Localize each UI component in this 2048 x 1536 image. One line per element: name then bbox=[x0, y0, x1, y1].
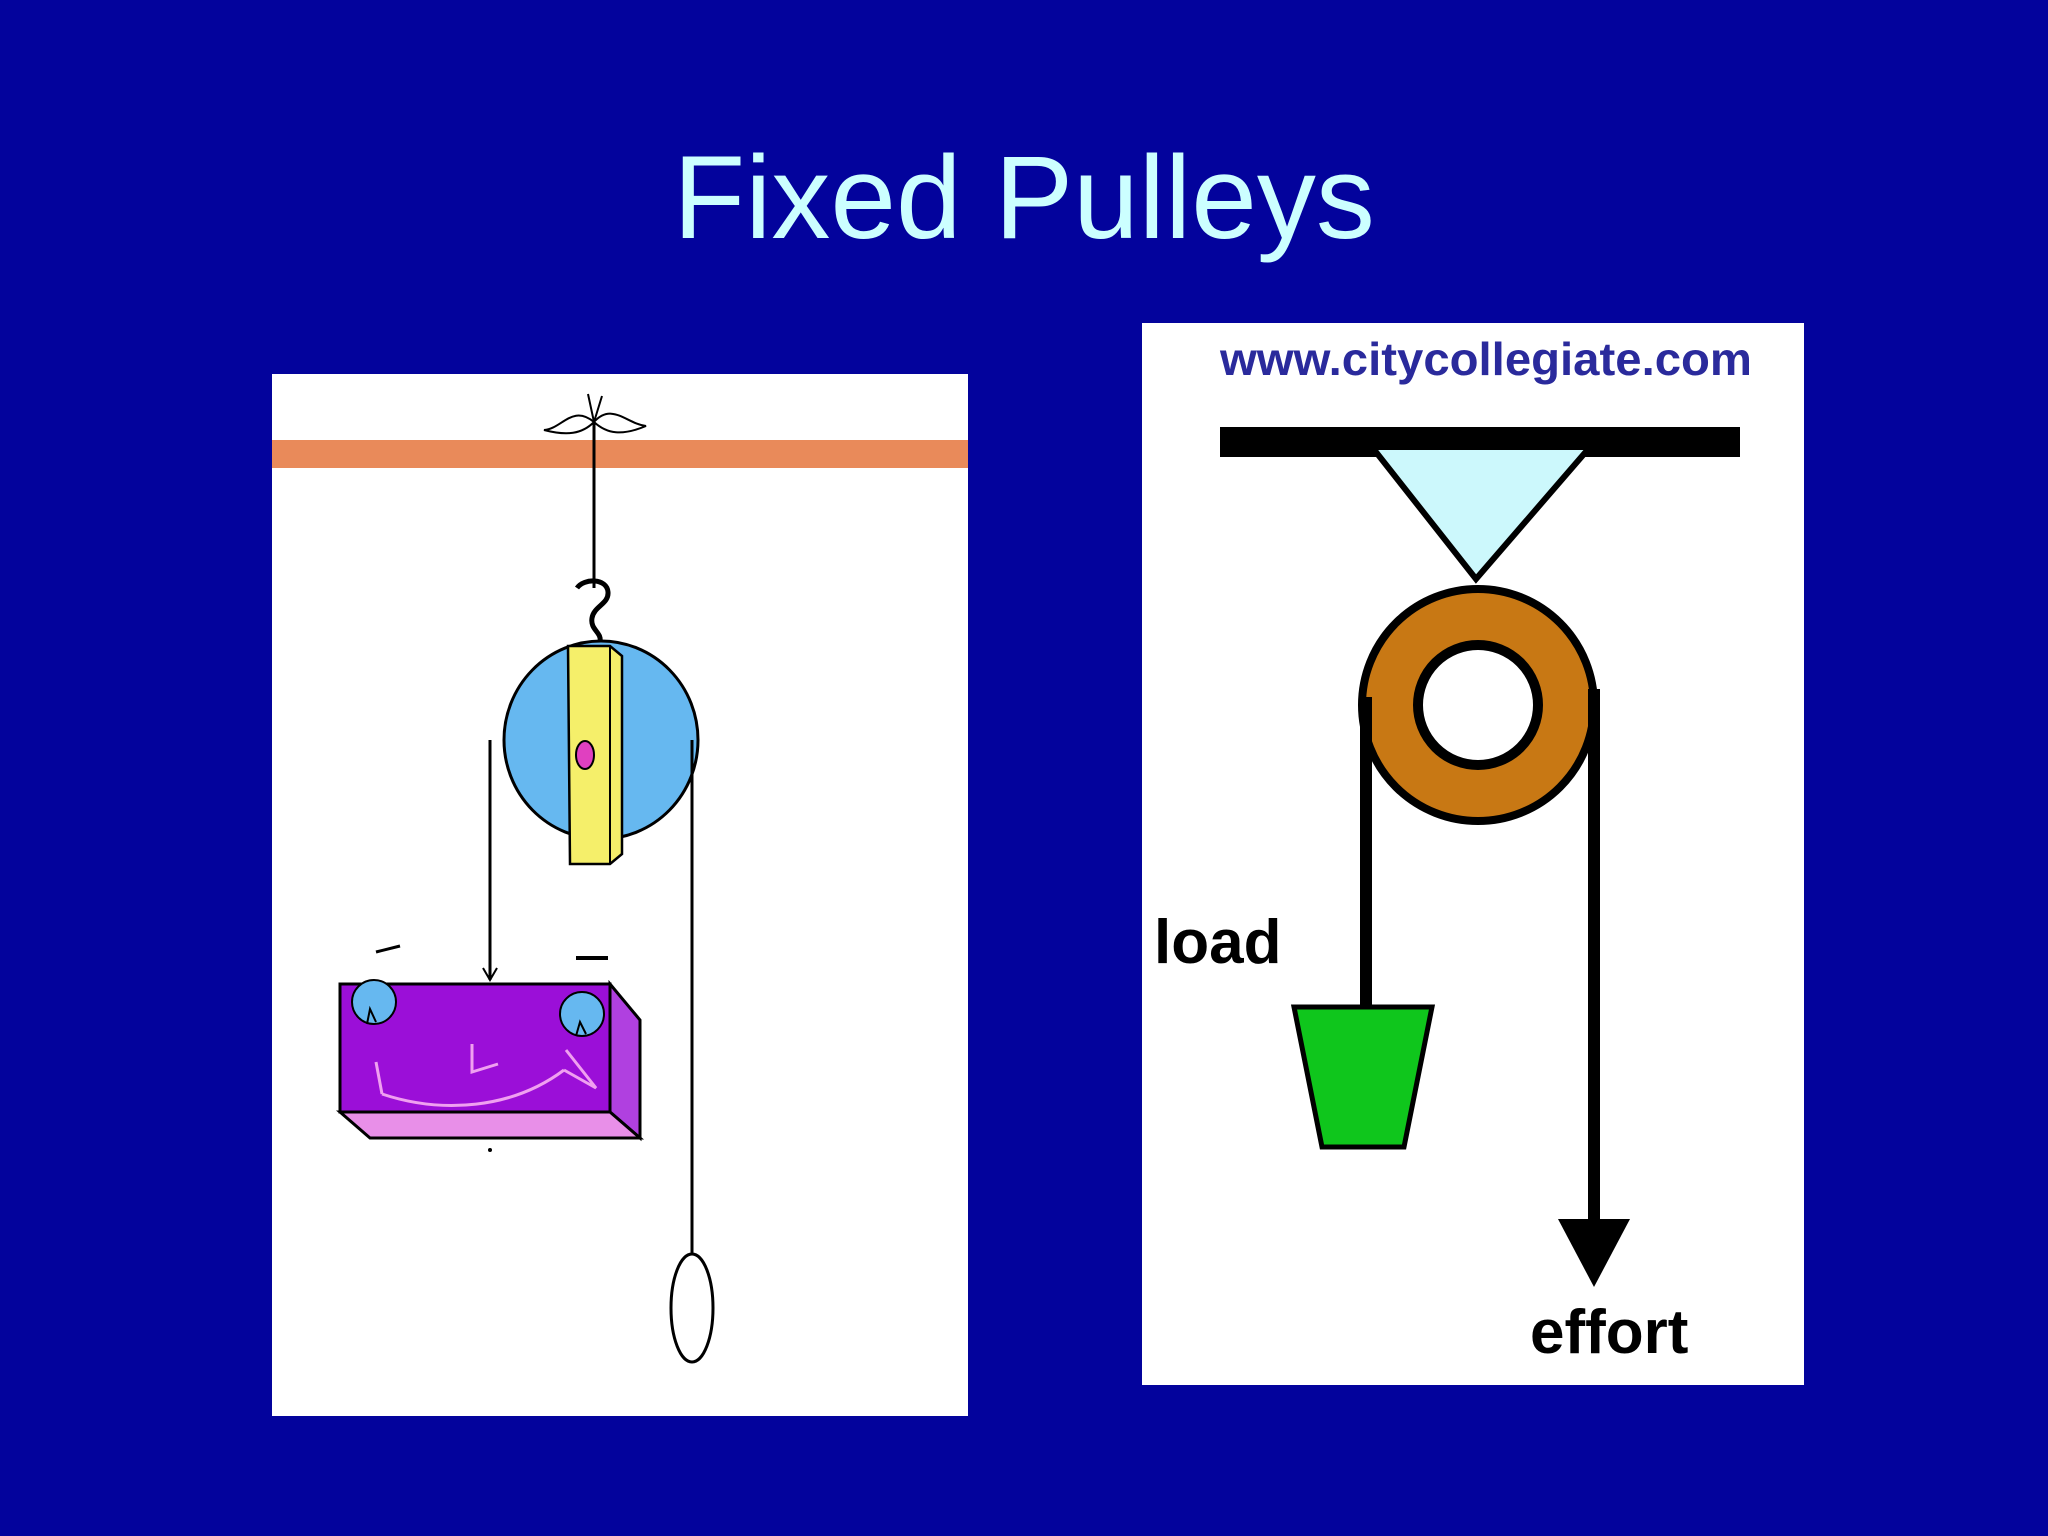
box-face-lines bbox=[374, 1044, 598, 1107]
right-pulley-svg: www.citycollegiate.com load effort bbox=[1154, 333, 1752, 1367]
box-eyes bbox=[351, 979, 605, 1037]
watermark-text: www.citycollegiate.com bbox=[1219, 333, 1752, 385]
rope-knot-icon bbox=[543, 393, 647, 435]
slide-title: Fixed Pulleys bbox=[673, 132, 1375, 264]
load-label: load bbox=[1154, 908, 1281, 977]
hook-icon bbox=[574, 578, 611, 643]
left-pulley-svg bbox=[272, 393, 968, 1364]
pulley-anchor bbox=[1365, 444, 1597, 584]
load-bucket bbox=[1290, 1004, 1436, 1150]
pulley-axle bbox=[575, 740, 595, 770]
right-pulley-diagram: www.citycollegiate.com load effort bbox=[1142, 323, 1804, 1385]
rope-loop bbox=[669, 1252, 715, 1364]
ceiling-beam bbox=[272, 440, 968, 468]
effort-label: effort bbox=[1530, 1298, 1688, 1367]
effort-arrow-icon bbox=[1558, 1219, 1630, 1287]
pulley-wheel-inner bbox=[1413, 640, 1543, 770]
box-bottom bbox=[335, 1110, 645, 1140]
left-pulley-illustration bbox=[272, 374, 968, 1416]
